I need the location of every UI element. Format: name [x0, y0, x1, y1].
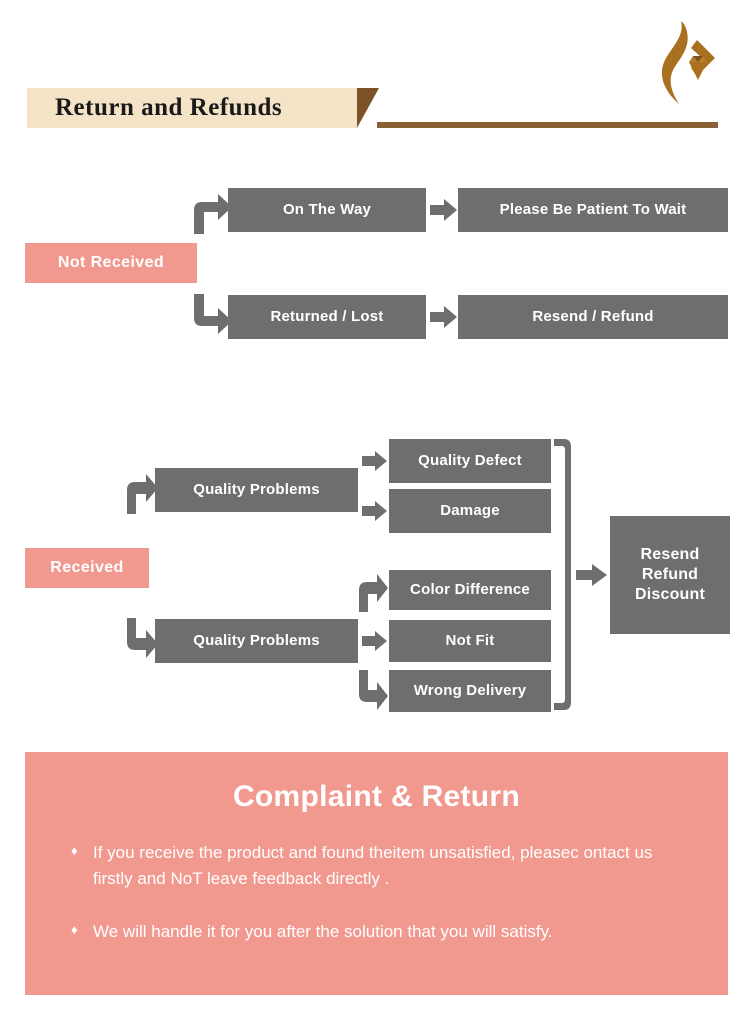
- box-please-be-patient-to-wait[interactable]: Please Be Patient To Wait: [458, 188, 728, 232]
- complaint-title: Complaint & Return: [232, 780, 521, 813]
- right-arrow-icon: [362, 500, 388, 522]
- complaint-and-return-panel: Complaint & Return ♦ If you receive the …: [25, 752, 728, 995]
- merge-bracket-icon: [552, 437, 576, 712]
- elbow-arrow-up-right-icon: [122, 472, 160, 516]
- elbow-arrow-down-right-icon: [354, 668, 390, 712]
- complaint-bullet-text: If you receive the product and found the…: [93, 843, 653, 889]
- brand-flame-diamond-logo: [645, 18, 725, 108]
- elbow-arrow-up-right-icon: [354, 572, 390, 614]
- flow-label-received[interactable]: Received: [25, 548, 149, 588]
- complaint-bullet-text: We will handle it for you after the solu…: [93, 921, 553, 941]
- flow-label-not-received[interactable]: Not Received: [25, 243, 197, 283]
- box-quality-problems-upper[interactable]: Quality Problems: [155, 468, 358, 512]
- diamond-bullet-icon: ♦: [71, 921, 78, 937]
- box-resend-refund[interactable]: Resend / Refund: [458, 295, 728, 339]
- elbow-arrow-up-right-icon: [188, 192, 234, 236]
- box-not-fit[interactable]: Not Fit: [389, 620, 551, 662]
- outcome-line-resend: Resend: [640, 546, 700, 563]
- box-on-the-way[interactable]: On The Way: [228, 188, 426, 232]
- right-arrow-icon: [576, 562, 608, 588]
- right-arrow-icon: [430, 305, 458, 329]
- title-banner: Return and Refunds: [27, 88, 357, 128]
- page-header: Return and Refunds: [0, 0, 750, 160]
- header-divider-rule: [377, 122, 718, 128]
- right-arrow-icon: [430, 198, 458, 222]
- list-item: ♦ If you receive the product and found t…: [71, 840, 688, 893]
- outcome-line-discount: Discount: [634, 586, 706, 603]
- banner-fold-decoration: [357, 88, 379, 128]
- box-returned-lost[interactable]: Returned / Lost: [228, 295, 426, 339]
- page-title: Return and Refunds: [55, 94, 283, 121]
- box-resend-refund-discount[interactable]: Resend Refund Discount: [610, 516, 730, 634]
- box-quality-defect[interactable]: Quality Defect: [389, 439, 551, 483]
- box-color-difference[interactable]: Color Difference: [389, 570, 551, 610]
- diamond-bullet-icon: ♦: [71, 843, 78, 858]
- right-arrow-icon: [362, 630, 388, 652]
- box-quality-problems-lower[interactable]: Quality Problems: [155, 619, 358, 663]
- list-item: ♦ We will handle it for you after the so…: [71, 919, 688, 945]
- outcome-line-refund: Refund: [641, 566, 699, 583]
- box-wrong-delivery[interactable]: Wrong Delivery: [389, 670, 551, 712]
- box-damage[interactable]: Damage: [389, 489, 551, 533]
- elbow-arrow-down-right-icon: [188, 292, 234, 338]
- elbow-arrow-down-right-icon: [122, 616, 160, 662]
- right-arrow-icon: [362, 450, 388, 472]
